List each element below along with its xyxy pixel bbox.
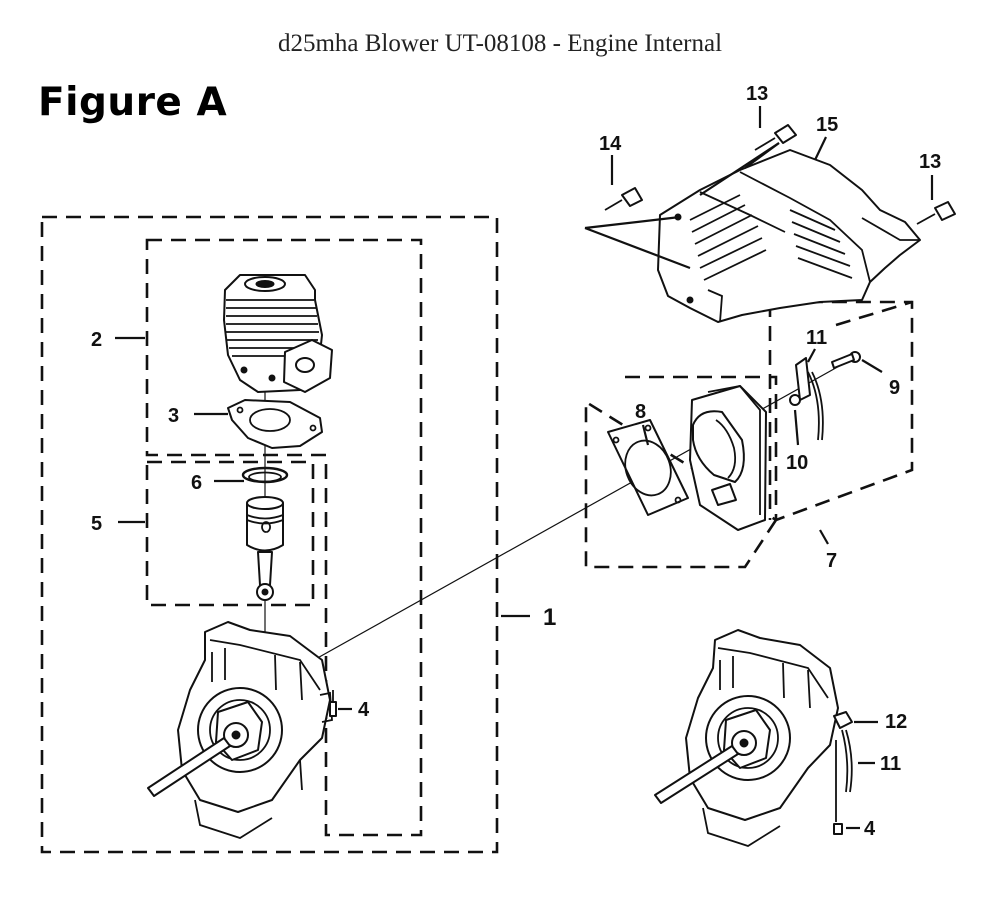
leader-7 <box>819 529 829 545</box>
clip-part <box>833 711 878 729</box>
screw-alt-part <box>833 823 860 835</box>
callout-10: 10 <box>786 452 808 474</box>
callout-13-left: 13 <box>746 83 768 105</box>
leader-15 <box>814 136 827 161</box>
callout-1: 1 <box>543 604 556 631</box>
assembly-7-outline <box>584 300 914 569</box>
assembly-line <box>304 359 851 666</box>
spark-plug-lead-part <box>789 357 824 446</box>
callout-13-right: 13 <box>919 151 941 173</box>
callout-4-lower: 4 <box>864 818 876 840</box>
leader-8 <box>641 424 650 446</box>
callout-3: 3 <box>168 405 179 427</box>
muffler-bolt-part <box>831 351 883 373</box>
callout-14: 14 <box>599 133 622 155</box>
piston-ring-part <box>241 466 289 484</box>
callout-12: 12 <box>885 711 907 733</box>
callout-9: 9 <box>889 377 900 399</box>
callout-2: 2 <box>91 329 102 351</box>
muffler-gasket-part <box>607 419 689 516</box>
page-title: d25mha Blower UT-08108 - Engine Internal <box>277 30 723 57</box>
assembly-7-inner-outline <box>768 300 913 520</box>
assembly-1-outline <box>40 215 499 854</box>
screw-part <box>329 690 337 717</box>
crankcase-part <box>147 621 333 839</box>
screw-13-right-part <box>916 201 956 225</box>
cylinder-gasket-part <box>227 399 323 449</box>
figure-label: Figure A <box>38 80 228 125</box>
lead-wire-part <box>835 729 875 822</box>
callout-15: 15 <box>816 114 838 136</box>
callout-11-upper: 11 <box>806 327 827 349</box>
screw-13-left-part <box>699 124 797 196</box>
assembly-2-outline <box>145 238 423 837</box>
cylinder-part <box>223 274 333 640</box>
callout-7: 7 <box>826 550 837 572</box>
piston-part <box>246 496 284 601</box>
assembly-5-outline <box>145 460 315 607</box>
callout-4: 4 <box>358 699 370 721</box>
shroud-part <box>584 149 921 323</box>
muffler-part <box>689 385 767 531</box>
callout-11-lower: 11 <box>880 753 901 775</box>
callout-6: 6 <box>191 472 202 494</box>
callout-5: 5 <box>91 513 102 535</box>
screw-14-part <box>604 187 643 211</box>
callout-8: 8 <box>635 401 646 423</box>
leader-11a <box>807 348 816 363</box>
crankcase-alt-part <box>654 629 839 847</box>
